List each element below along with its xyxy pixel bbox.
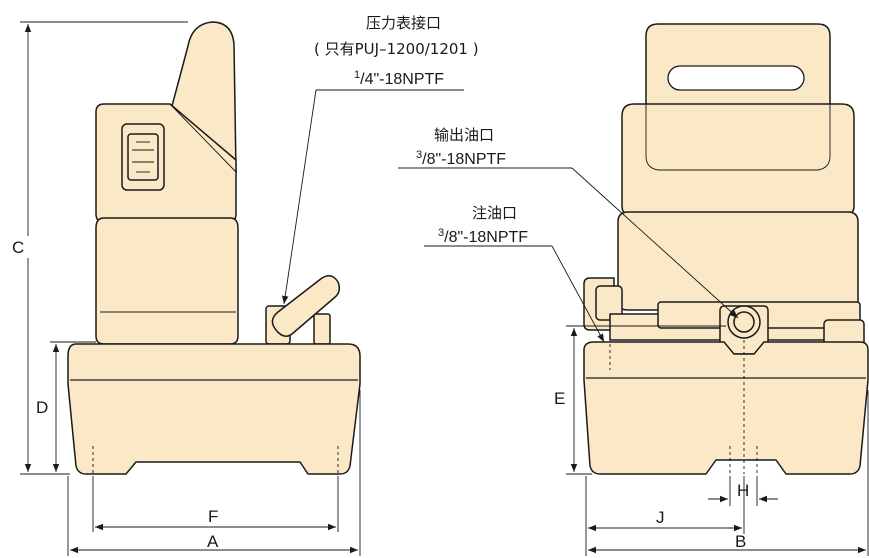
pressure-port-callout: 压力表接口 ( 只有PUJ–1200/1201 ) 1/4"-18NPTF <box>281 14 479 305</box>
fill-title: 注油口 <box>472 204 517 222</box>
dim-h-label: H <box>737 481 749 500</box>
dim-b-label: B <box>735 532 746 551</box>
pressure-port-note: ( 只有PUJ–1200/1201 ) <box>314 40 479 58</box>
front-middle-housing <box>617 211 859 311</box>
side-middle-housing <box>95 217 239 345</box>
front-reservoir <box>583 341 869 475</box>
dim-j-label: J <box>656 508 665 527</box>
fill-port-callout: 注油口 3/8"-18NPTF <box>424 204 605 343</box>
side-reservoir <box>67 343 361 475</box>
front-upper-housing <box>621 103 855 217</box>
pressure-port-title: 压力表接口 <box>366 14 441 32</box>
side-release-lever <box>271 275 341 337</box>
side-view <box>67 21 361 475</box>
dim-a-label: A <box>207 532 219 551</box>
dim-d-label: D <box>36 398 48 417</box>
front-handle-grip <box>667 65 805 91</box>
dim-c-label: C <box>12 238 24 257</box>
front-dimensions: E H J B <box>552 325 869 556</box>
outlet-title: 输出油口 <box>434 126 494 144</box>
front-view <box>583 23 869 475</box>
pressure-port-spec: 1/4"-18NPTF <box>354 69 444 88</box>
dim-f-label: F <box>208 507 218 526</box>
fill-spec: 3/8"-18NPTF <box>438 227 528 246</box>
dim-e-label: E <box>554 389 565 408</box>
outlet-callout: 输出油口 3/8"-18NPTF <box>398 126 739 319</box>
side-handle <box>171 21 237 183</box>
outlet-spec: 3/8"-18NPTF <box>416 149 506 168</box>
side-dimensions: C D F A <box>10 21 361 556</box>
